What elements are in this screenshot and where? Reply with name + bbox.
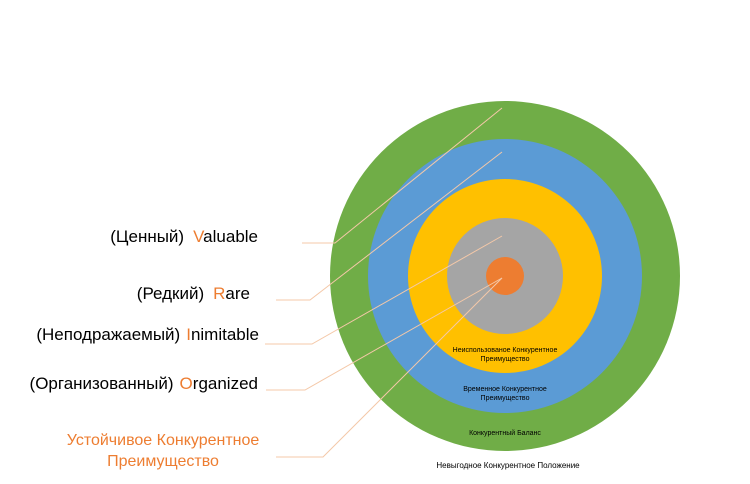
ring-yellow-label-2: Преимущество bbox=[481, 356, 530, 363]
criterion-organized-russian: (Организованный) bbox=[29, 374, 174, 393]
connector-valuable bbox=[302, 107, 503, 244]
criterion-organized: (Организованный) Organized bbox=[30, 374, 258, 394]
connector-organized bbox=[266, 277, 503, 391]
criterion-valuable: (Ценный) Valuable bbox=[110, 227, 258, 247]
sustainable-advantage-line-1: Устойчивое Конкурентное bbox=[66, 432, 260, 449]
criterion-organized-initial: O bbox=[179, 374, 193, 393]
criterion-rare-initial: R bbox=[213, 284, 226, 303]
ring-orange-core bbox=[486, 257, 524, 295]
sustainable-advantage-label: Устойчивое Конкурентное Преимущество bbox=[20, 430, 306, 472]
connector-lines bbox=[265, 107, 503, 458]
ring-blue-label-1: Временное Конкурентное bbox=[463, 386, 547, 393]
outside-label: Невыгодное Конкурентное Положение bbox=[436, 461, 580, 470]
connector-inimitable bbox=[265, 235, 503, 345]
ring-blue-label-2: Преимущество bbox=[481, 395, 530, 402]
connector-sustainable bbox=[276, 277, 503, 458]
ring-yellow-label-1: Неиспользованое Конкурентное bbox=[453, 347, 558, 354]
criterion-inimitable-rest: nimitable bbox=[190, 325, 259, 344]
criterion-valuable-initial: V bbox=[193, 227, 204, 246]
criterion-rare: (Редкий) Rare bbox=[137, 284, 250, 304]
criterion-organized-rest: rganized bbox=[192, 374, 258, 393]
criterion-inimitable-initial: I bbox=[186, 325, 191, 344]
sustainable-advantage-line-2: Преимущество bbox=[107, 453, 219, 470]
ring-green-label: Конкурентный Баланс bbox=[469, 429, 541, 437]
connector-rare bbox=[276, 151, 503, 301]
criterion-inimitable-russian: (Неподражаемый) bbox=[36, 325, 181, 344]
criterion-rare-russian: (Редкий) bbox=[136, 284, 205, 303]
criterion-valuable-russian: (Ценный) bbox=[110, 227, 185, 246]
criterion-rare-rest: are bbox=[225, 284, 250, 303]
criterion-inimitable: (Неподражаемый) Inimitable bbox=[36, 325, 259, 345]
criterion-valuable-rest: aluable bbox=[203, 227, 258, 246]
